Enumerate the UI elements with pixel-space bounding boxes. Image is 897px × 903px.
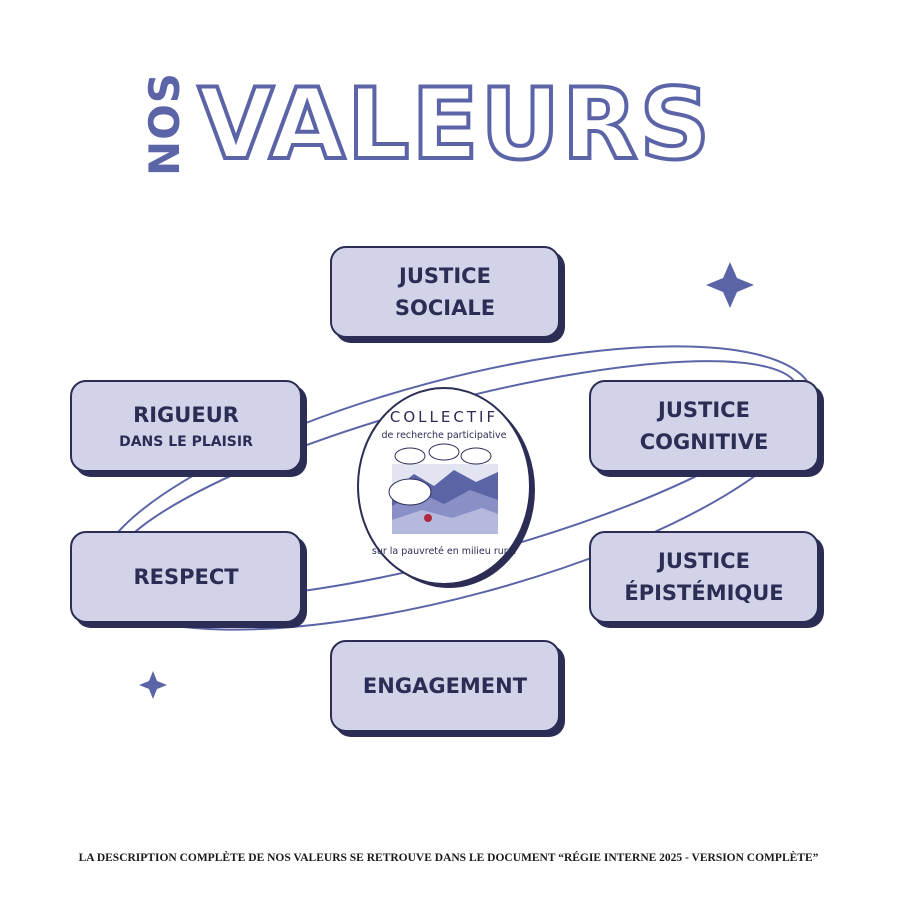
value-line2: DANS LE PLAISIR bbox=[119, 434, 253, 450]
value-line2: ÉPISTÉMIQUE bbox=[624, 581, 784, 605]
value-card-justice-epistemique: JUSTICE ÉPISTÉMIQUE bbox=[589, 531, 819, 623]
value-line1: RIGUEUR bbox=[133, 403, 239, 427]
value-line2: SOCIALE bbox=[394, 296, 496, 320]
star-icon-small bbox=[139, 671, 167, 699]
value-line1: RESPECT bbox=[133, 565, 239, 589]
value-line2: COGNITIVE bbox=[639, 430, 769, 454]
footer-note: LA DESCRIPTION COMPLÈTE DE NOS VALEURS S… bbox=[78, 852, 819, 864]
value-line1: JUSTICE bbox=[658, 549, 750, 573]
value-line1: JUSTICE bbox=[658, 398, 750, 422]
value-card-respect: RESPECT bbox=[70, 531, 302, 623]
logo-landscape-illustration bbox=[388, 443, 498, 534]
page-title: VALEURS bbox=[196, 66, 713, 184]
value-line1: ENGAGEMENT bbox=[362, 674, 528, 698]
star-icon-large bbox=[706, 262, 754, 308]
value-card-engagement: ENGAGEMENT bbox=[330, 640, 560, 732]
logo-top-text: COLLECTIF bbox=[390, 408, 498, 426]
value-card-justice-sociale: JUSTICE SOCIALE bbox=[330, 246, 560, 338]
collectif-logo: COLLECTIF de recherche participative sur… bbox=[352, 382, 540, 592]
value-line1: JUSTICE bbox=[399, 264, 491, 288]
value-card-rigueur: RIGUEUR DANS LE PLAISIR bbox=[70, 380, 302, 472]
logo-bottom-text: sur la pauvreté en milieu rural bbox=[372, 546, 516, 557]
logo-subtitle: de recherche participative bbox=[382, 430, 507, 441]
value-card-justice-cognitive: JUSTICE COGNITIVE bbox=[589, 380, 819, 472]
